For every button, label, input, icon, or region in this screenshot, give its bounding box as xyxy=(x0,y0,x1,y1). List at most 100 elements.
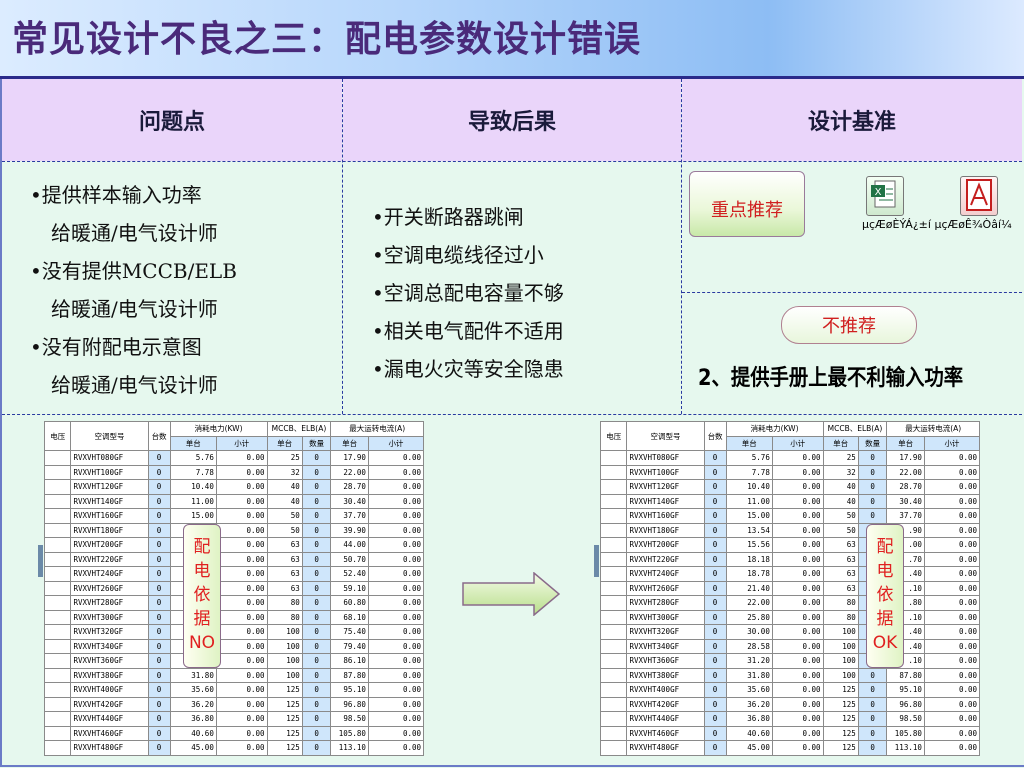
table-cell: 95.10 xyxy=(886,682,925,698)
table-cell: 50.70 xyxy=(330,551,369,567)
table-cell: RVXVHT280GF xyxy=(70,595,149,611)
table-cell: 0.00 xyxy=(367,711,425,727)
table-cell: 0.00 xyxy=(215,653,268,669)
table-cell: 21.40 xyxy=(725,580,773,596)
table-cell: 44.00 xyxy=(330,537,369,553)
table-cell: 30.40 xyxy=(330,493,369,509)
table-cell: RVXVHT380GF xyxy=(70,667,149,683)
voltage-cell xyxy=(43,609,72,625)
table-cell: 7.78 xyxy=(169,464,217,480)
table-cell: 31.20 xyxy=(725,653,773,669)
consequence-list: •开关断路器跳闸 •空调电缆线径过小 •空调总配电容量不够 •相关电气配件不适用… xyxy=(372,198,564,388)
table-cell: 80 xyxy=(822,609,859,625)
table-cell: 17.90 xyxy=(330,450,369,466)
table-cell: 0.00 xyxy=(215,450,268,466)
table-header-row: 电压空调型号台数消耗电力(KW)MCCB、ELB(A)最大运转电流(A) xyxy=(599,421,980,451)
voltage-cell xyxy=(43,580,72,596)
table-cell: 40 xyxy=(822,479,859,495)
table-cell: 0.00 xyxy=(367,450,425,466)
excel-file-icon[interactable]: X xyxy=(866,176,904,216)
table-cell: 30.00 xyxy=(725,624,773,640)
table-cell: 0.00 xyxy=(215,580,268,596)
table-cell: RVXVHT340GF xyxy=(70,638,149,654)
voltage-cell xyxy=(43,566,72,582)
table-cell: 0.00 xyxy=(215,566,268,582)
table-cell: 63 xyxy=(822,566,859,582)
table-cell: 0.00 xyxy=(771,609,824,625)
voltage-cell xyxy=(599,609,628,625)
table-cell: 125 xyxy=(822,711,859,727)
table-cell: RVXVHT200GF xyxy=(626,537,705,553)
pdf-file-icon[interactable] xyxy=(960,176,998,216)
table-cell: 50 xyxy=(822,522,859,538)
table-cell: 0.00 xyxy=(367,537,425,553)
table-header-cell: MCCB、ELB(A) xyxy=(822,421,888,437)
table-cell: 0.00 xyxy=(367,464,425,480)
table-cell: 100 xyxy=(266,624,303,640)
table-cell: 63 xyxy=(822,551,859,567)
table-cell: 0.00 xyxy=(771,566,824,582)
table-cell: 0.00 xyxy=(367,580,425,596)
table-subheader-cell: 单台 xyxy=(169,435,217,451)
table-cell: 0.00 xyxy=(923,595,981,611)
table-cell: 35.60 xyxy=(725,682,773,698)
table-cell: 18.78 xyxy=(725,566,773,582)
table-cell: RVXVHT080GF xyxy=(70,450,149,466)
table-cell: 28.70 xyxy=(330,479,369,495)
table-cell: 0.00 xyxy=(771,479,824,495)
table-cell: 0.00 xyxy=(923,479,981,495)
problem-list: •提供样本输入功率 给暖通/电气设计师 •没有提供MCCB/ELB 给暖通/电气… xyxy=(30,176,237,404)
table-cell: 100 xyxy=(822,638,859,654)
table-cell: 0.00 xyxy=(367,609,425,625)
table-cell: 0 xyxy=(147,653,171,669)
table-cell: 63 xyxy=(266,580,303,596)
table-cell: 0.00 xyxy=(215,479,268,495)
table-cell: 0.00 xyxy=(771,493,824,509)
table-cell: 0.00 xyxy=(923,566,981,582)
column-divider xyxy=(681,79,682,414)
table-cell: RVXVHT440GF xyxy=(70,711,149,727)
table-cell: 0 xyxy=(301,493,332,509)
table-cell: 0 xyxy=(857,696,888,712)
table-cell: 100 xyxy=(266,638,303,654)
power-basis-ok-tag: 配 电 依 据 OK xyxy=(866,524,904,668)
table-cell: 79.40 xyxy=(330,638,369,654)
table-cell: 0 xyxy=(147,711,171,727)
table-cell: 50 xyxy=(822,508,859,524)
table-cell: 0.00 xyxy=(215,522,268,538)
table-cell: 80 xyxy=(822,595,859,611)
table-cell: 0.00 xyxy=(215,609,268,625)
table-cell: 125 xyxy=(266,740,303,756)
voltage-cell xyxy=(43,638,72,654)
table-cell: 96.80 xyxy=(330,696,369,712)
table-header-cell: 最大运转电流(A) xyxy=(886,421,980,437)
table-cell: 17.90 xyxy=(886,450,925,466)
table-cell: 0 xyxy=(301,450,332,466)
table-cell: 63 xyxy=(822,537,859,553)
tag-char: 电 xyxy=(876,561,894,581)
voltage-cell xyxy=(599,493,628,509)
table-cell: RVXVHT380GF xyxy=(626,667,705,683)
table-edge-marker xyxy=(38,545,43,577)
table-cell: 125 xyxy=(822,696,859,712)
table-cell: 0 xyxy=(857,508,888,524)
table-cell: 0 xyxy=(703,711,727,727)
voltage-cell xyxy=(599,479,628,495)
table-cell: 50 xyxy=(266,508,303,524)
table-cell: 86.10 xyxy=(330,653,369,669)
table-cell: 0.00 xyxy=(771,653,824,669)
table-cell: 98.50 xyxy=(330,711,369,727)
table-cell: 10.40 xyxy=(169,479,217,495)
table-cell: 0 xyxy=(301,479,332,495)
table-cell: 0 xyxy=(147,522,171,538)
table-header-cell: MCCB、ELB(A) xyxy=(266,421,332,437)
table-cell: 0.00 xyxy=(923,580,981,596)
table-header-row: 电压空调型号台数消耗电力(KW)MCCB、ELB(A)最大运转电流(A) xyxy=(43,421,424,451)
